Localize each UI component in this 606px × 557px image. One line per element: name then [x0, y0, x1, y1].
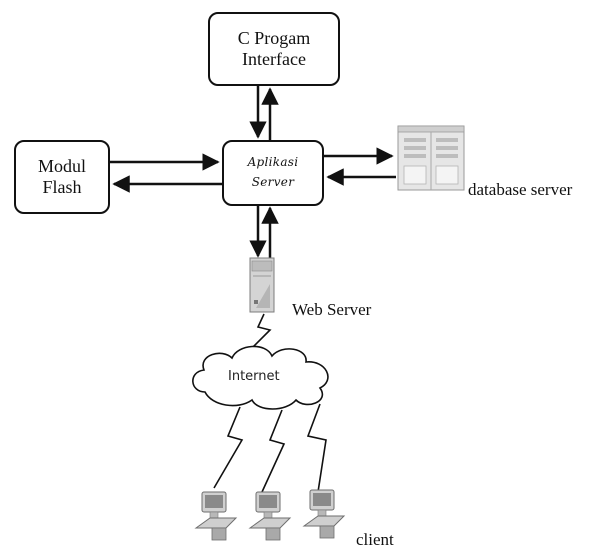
arrows-server-webserver — [249, 206, 279, 258]
arrows-flash-server — [110, 153, 222, 193]
modul-flash-line1: Modul — [37, 156, 86, 177]
aplikasi-server-node: Aplikasi Server — [222, 140, 324, 206]
client-computer-icon — [194, 491, 238, 541]
client-computer-icon — [302, 489, 346, 539]
c-program-line1: C Progam — [237, 28, 311, 49]
web-server-icon — [249, 257, 275, 313]
modul-flash-line2: Flash — [42, 177, 82, 197]
internet-cloud-icon — [192, 345, 329, 410]
c-program-interface-node: C Progam Interface — [208, 12, 340, 86]
links-internet-clients — [213, 403, 327, 493]
aplikasi-server-line1: Aplikasi — [247, 155, 299, 170]
database-server-icon — [397, 125, 465, 191]
arrows-server-database — [324, 147, 396, 186]
aplikasi-server-line2: Server — [251, 175, 295, 189]
client-computer-icon — [248, 491, 292, 541]
modul-flash-node: Modul Flash — [14, 140, 110, 214]
arrows-cprogram-server — [249, 86, 279, 140]
internet-label: Internet — [228, 369, 280, 384]
web-server-label: Web Server — [292, 300, 372, 319]
client-label: client — [356, 530, 394, 549]
database-server-label: database server — [468, 180, 573, 199]
c-program-line2: Interface — [242, 49, 306, 69]
link-webserver-internet — [249, 313, 272, 351]
